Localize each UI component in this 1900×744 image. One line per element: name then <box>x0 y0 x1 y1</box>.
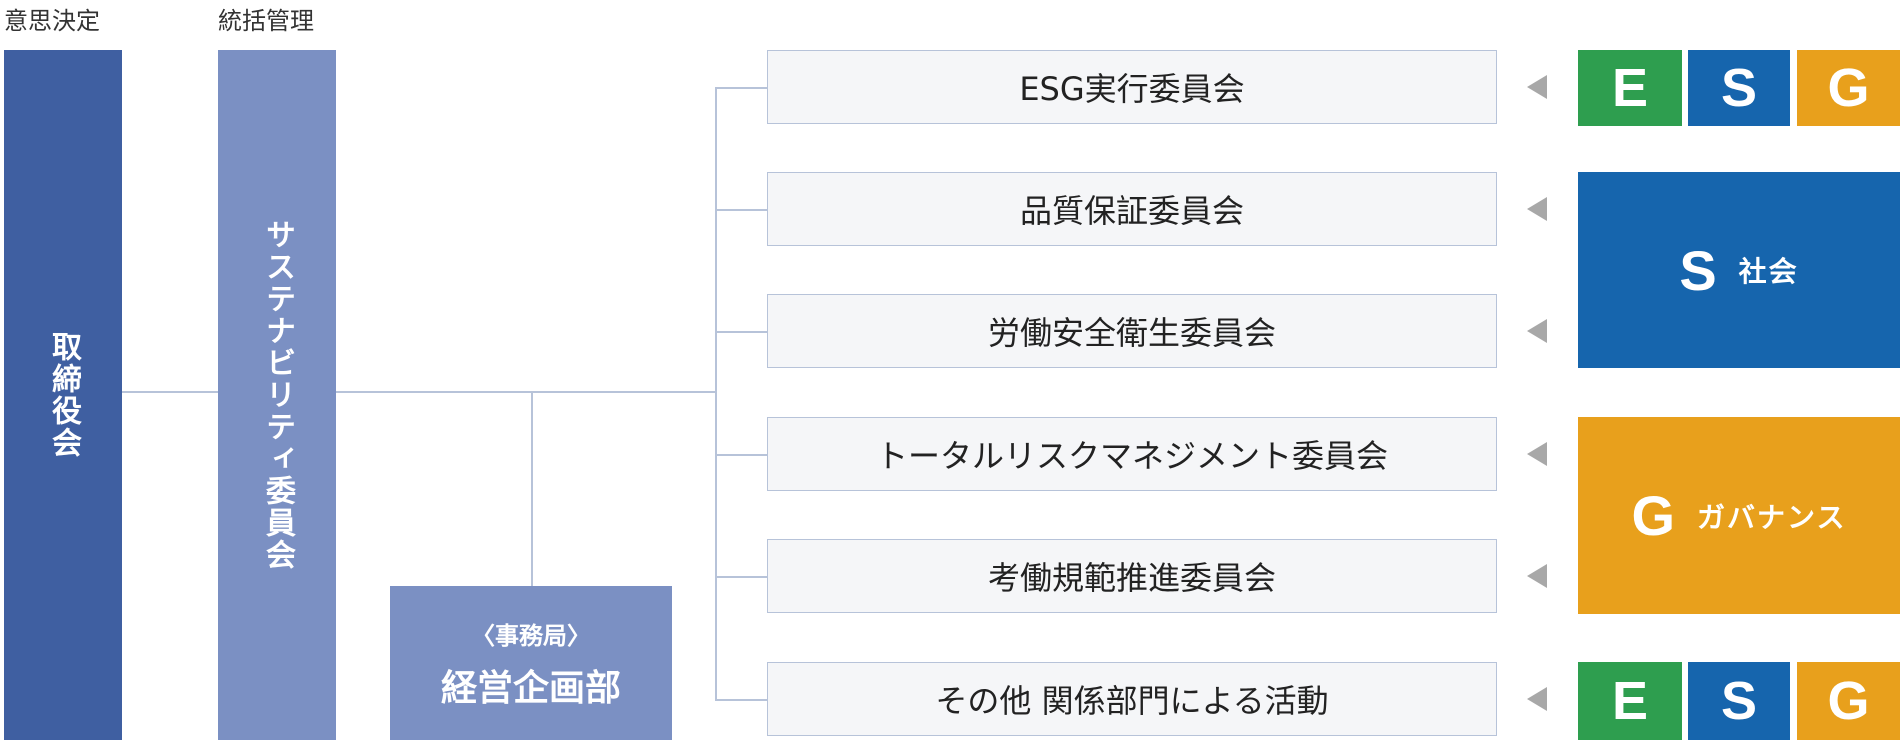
branch-2 <box>715 209 767 211</box>
badge-e: E <box>1578 662 1682 740</box>
governance-letter: G <box>1631 484 1676 547</box>
committee-quality: 品質保証委員会 <box>767 172 1497 246</box>
branch-6 <box>715 699 767 701</box>
social-name: 社会 <box>1738 255 1799 288</box>
committee-risk: トータルリスクマネジメント委員会 <box>767 417 1497 491</box>
branch-4 <box>715 454 767 456</box>
secretariat-sub: 〈事務局〉 <box>471 621 591 650</box>
decision-header: 意思決定 <box>4 7 100 35</box>
social-block: S 社会 <box>1578 172 1900 368</box>
board-column: 取締役会 <box>4 50 122 740</box>
board-label: 取締役会 <box>46 331 81 459</box>
badge-s: S <box>1688 50 1790 126</box>
governance-name: ガバナンス <box>1697 500 1847 534</box>
branch-3 <box>715 331 767 333</box>
arrow-left-icon <box>1527 442 1547 466</box>
main-connector <box>336 391 716 393</box>
arrow-left-icon <box>1527 319 1547 343</box>
governance-block: G ガバナンス <box>1578 417 1900 614</box>
board-connector <box>122 391 218 393</box>
secretariat-name: 経営企画部 <box>440 667 621 709</box>
badge-s: S <box>1688 662 1790 740</box>
sustainability-label: サステナビリティ委員会 <box>260 219 295 571</box>
secretariat-connector <box>531 391 533 586</box>
sustainability-column: サステナビリティ委員会 <box>218 50 336 740</box>
arrow-left-icon <box>1527 197 1547 221</box>
badge-g: G <box>1797 662 1900 740</box>
branch-5 <box>715 576 767 578</box>
arrow-left-icon <box>1527 75 1547 99</box>
badge-g: G <box>1797 50 1900 126</box>
committee-safety: 労働安全衛生委員会 <box>767 294 1497 368</box>
management-header: 統括管理 <box>218 7 314 35</box>
committee-esg: ESG実行委員会 <box>767 50 1497 124</box>
branch-1 <box>715 87 767 89</box>
secretariat-box: 〈事務局〉 経営企画部 <box>390 586 672 740</box>
badge-e: E <box>1578 50 1682 126</box>
arrow-left-icon <box>1527 687 1547 711</box>
social-letter: S <box>1679 238 1717 302</box>
committee-other: その他 関係部門による活動 <box>767 662 1497 736</box>
arrow-left-icon <box>1527 564 1547 588</box>
committee-trunk <box>715 87 717 700</box>
committee-conduct: 考働規範推進委員会 <box>767 539 1497 613</box>
